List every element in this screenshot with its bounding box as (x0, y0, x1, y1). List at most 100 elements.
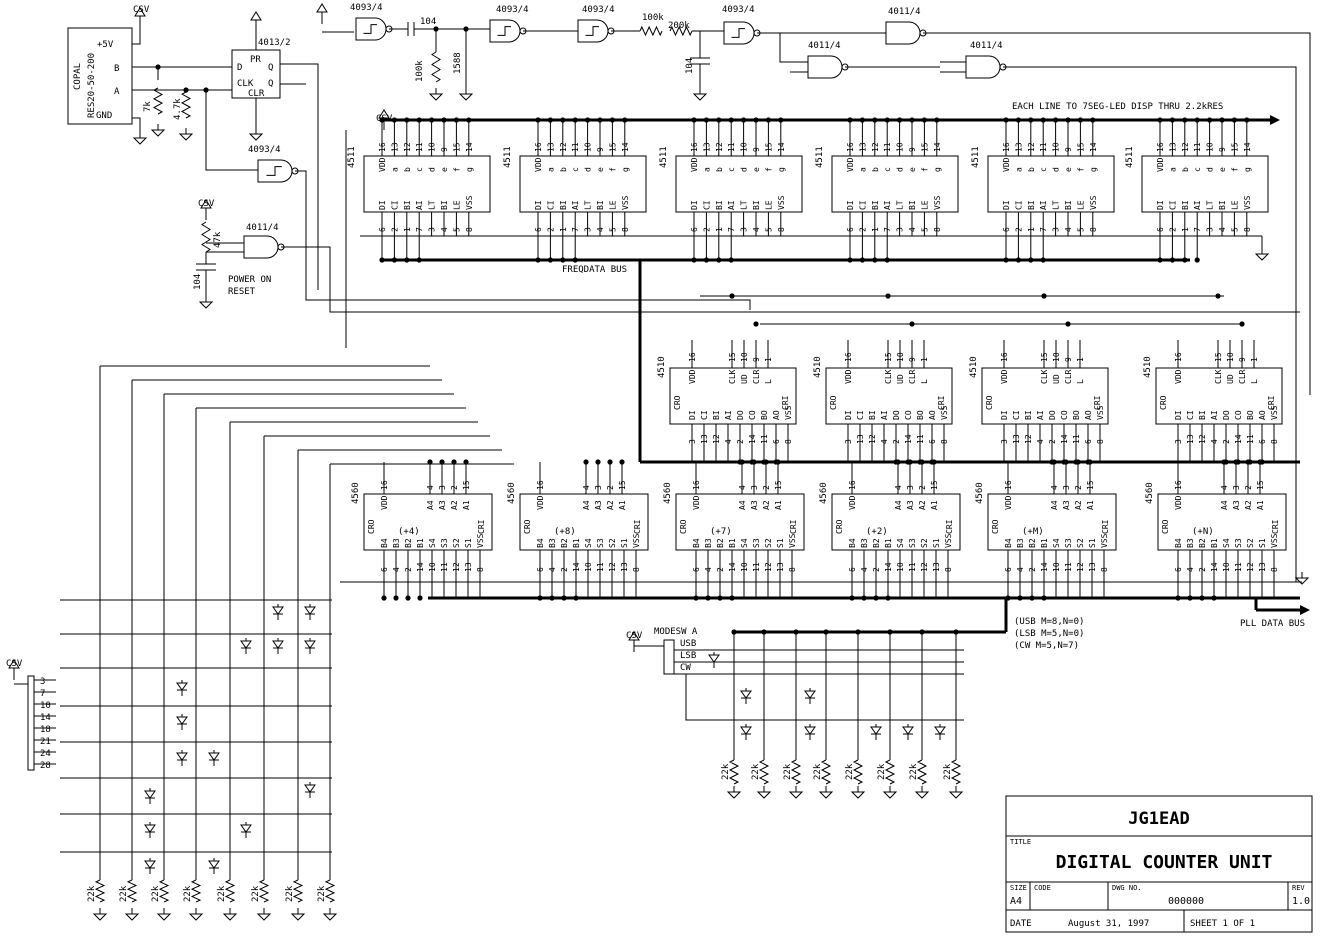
junction-dot (1245, 459, 1251, 465)
pin-name: DI (1156, 200, 1165, 210)
wire (685, 674, 964, 721)
pin-number: 15 (1076, 142, 1085, 152)
pin-number: 11 (727, 142, 736, 152)
pin-number: 15 (618, 480, 627, 490)
pin-number: 2 (1198, 567, 1207, 572)
pin-number: 2 (892, 439, 901, 444)
pin-number: 13 (1168, 142, 1177, 152)
pin-name: BO (760, 410, 769, 420)
junction-dot (547, 117, 554, 123)
junction-dot (953, 629, 959, 635)
pin-name: g (777, 167, 786, 172)
ground-symbol (756, 786, 772, 799)
ic-4511-label: 4511 (971, 146, 981, 168)
resistor (669, 25, 693, 37)
nand-label: 4093/4 (496, 5, 529, 15)
junction-dot (849, 595, 855, 601)
pin-number: 12 (1076, 562, 1085, 572)
divide-label: (+M) (1022, 527, 1044, 537)
pin-name: DI (1000, 410, 1009, 420)
pin-number: 4 (860, 567, 869, 572)
pin-number: 15 (764, 142, 773, 152)
pin-number: 2 (1074, 485, 1083, 490)
junction-dot (405, 595, 411, 601)
pin-name: B4 (1004, 538, 1013, 548)
pin-name: BI (1181, 200, 1190, 210)
pin-name: BO (1246, 410, 1255, 420)
pin-name: VDD (380, 495, 389, 510)
wire (132, 28, 141, 45)
diode (176, 750, 188, 766)
junction-dot (622, 117, 628, 123)
pin-number: 14 (728, 562, 737, 572)
pin-name: S4 (584, 538, 593, 548)
pin-name: CRI (633, 519, 642, 534)
junction-dot (703, 117, 710, 123)
junction-dot (547, 257, 554, 263)
junction-dot (1005, 595, 1011, 601)
pin-name: A4 (426, 500, 435, 510)
pin-number: 12 (559, 142, 568, 152)
resistor (94, 879, 106, 903)
junction-dot (761, 629, 767, 635)
pin-name: CRO (1159, 395, 1168, 410)
pin-number: 2 (736, 439, 745, 444)
pin-name: d (1052, 167, 1061, 172)
resistor (916, 759, 928, 785)
junction-dot (1015, 257, 1022, 263)
nand-label: 4011/4 (246, 223, 279, 233)
pin-name: BI (1064, 200, 1073, 210)
junction-dot (404, 257, 410, 263)
ic-4511-2 (519, 155, 647, 213)
rotary-tap-label: 18 (40, 725, 51, 735)
pin-name: DI (534, 200, 543, 210)
junction-dot (1207, 117, 1213, 123)
wire (295, 170, 751, 310)
pin-number: 15 (462, 480, 471, 490)
junction-dot (583, 459, 589, 465)
junction-dot (1077, 117, 1083, 123)
diode (272, 604, 284, 620)
junction-dot (739, 459, 745, 465)
pin-name: DI (846, 200, 855, 210)
junction-dot (729, 595, 735, 601)
pin-name: g (1243, 167, 1252, 172)
company-name: JG1EAD (1128, 809, 1189, 829)
resistor-22k-label: 22k (751, 763, 761, 780)
junction-dot (884, 257, 890, 263)
pin-number: 13 (1186, 434, 1195, 444)
pin-name: CLR (1064, 369, 1073, 384)
pin-number: 14 (465, 142, 474, 152)
diode (902, 724, 914, 740)
ground-symbol (1254, 248, 1270, 261)
ground-symbol (850, 786, 866, 799)
pin-number: 6 (536, 567, 545, 572)
junction-dot (855, 629, 861, 635)
pin-number: 2 (560, 567, 569, 572)
junction-dot (1219, 117, 1225, 123)
pin-name: A3 (906, 500, 915, 510)
junction-dot (1087, 459, 1093, 465)
pin-name: CRO (523, 519, 532, 534)
diode (804, 724, 816, 740)
resistor (884, 759, 896, 785)
ground-symbol (788, 786, 804, 799)
pin-name: e (1064, 167, 1073, 172)
ff-clr: CLR (248, 89, 265, 99)
resistor-22k-label: 22k (285, 885, 295, 902)
pin-number: 11 (440, 562, 449, 572)
csv-label: CSV (6, 659, 23, 669)
pin-name: B1 (572, 538, 581, 548)
pin-number: 13 (776, 562, 785, 572)
ff-4013 (231, 49, 281, 99)
pin-number: 2 (702, 227, 711, 232)
junction-dot (417, 595, 423, 601)
resistor (728, 759, 740, 785)
pin-number: 1 (1076, 357, 1085, 362)
pin-number: 2 (1048, 439, 1057, 444)
wire (205, 90, 258, 171)
size-value: A4 (1010, 896, 1022, 907)
pin-number: 10 (584, 562, 593, 572)
cap-label: 1588 (453, 52, 463, 74)
diode (240, 822, 252, 838)
